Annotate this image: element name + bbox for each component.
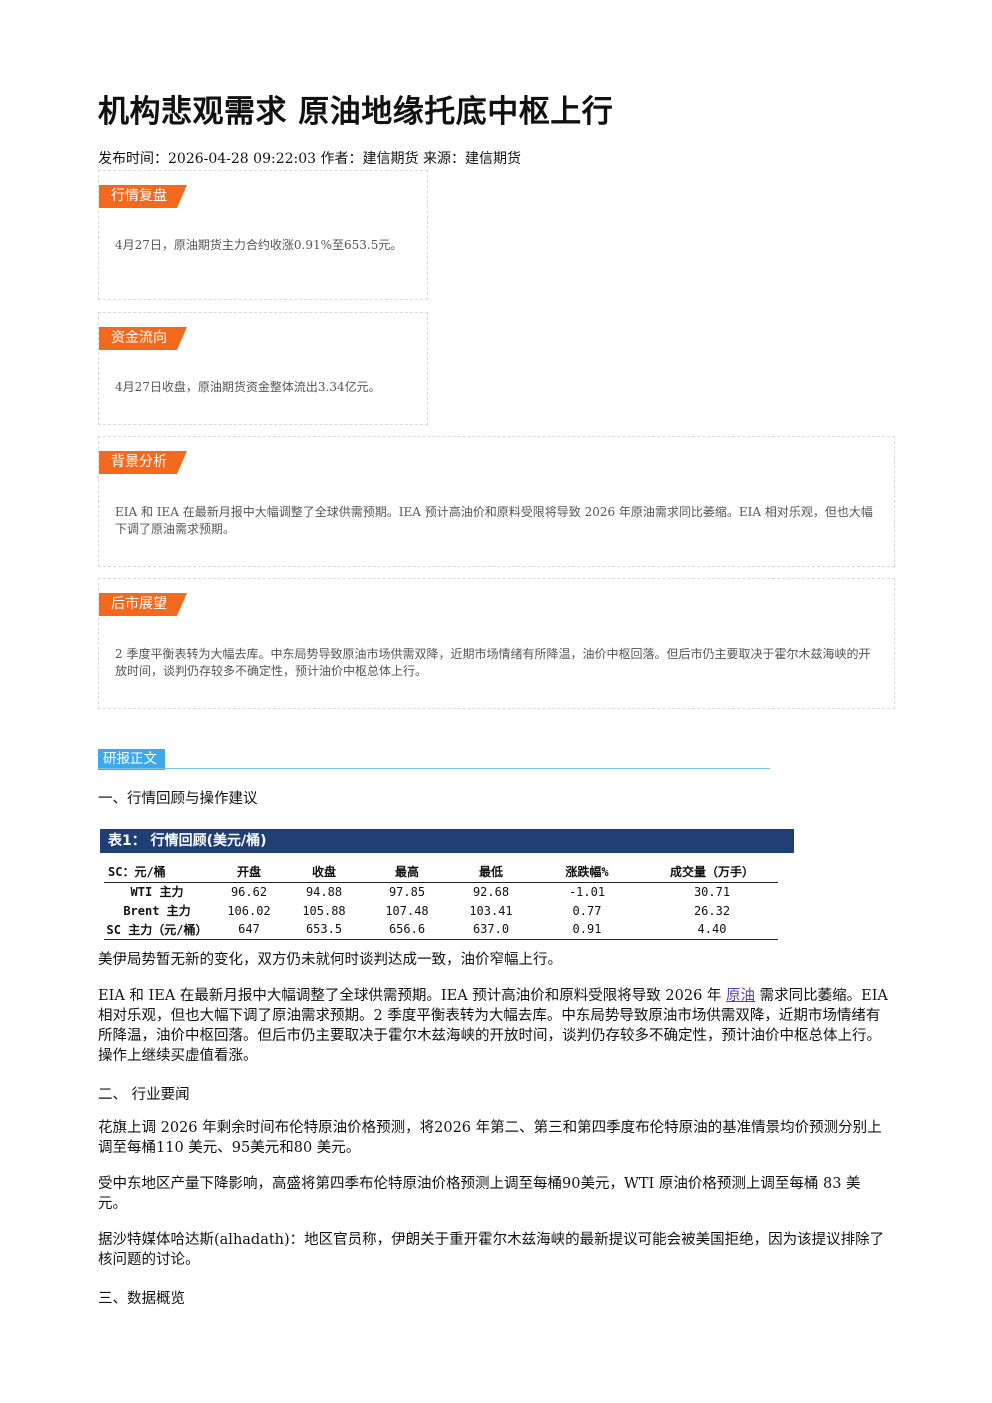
heading-industry-news: 二、 行业要闻 xyxy=(98,1087,190,1103)
review-tag: 行情复盘 xyxy=(99,185,187,208)
table-cell: 103.41 xyxy=(469,903,513,918)
paragraph-citi: 花旗上调 2026 年剩余时间布伦特原油价格预测，将2026 年第二、第三和第四… xyxy=(98,1120,882,1156)
background-tag: 背景分析 xyxy=(99,451,187,474)
paragraph-situation: 美伊局势暂无新的变化，双方仍未就何时谈判达成一致，油价窄幅上行。 xyxy=(98,952,562,968)
table-row: SC 主力（元/桶） 647 653.5 656.6 637.0 0.91 4.… xyxy=(104,920,778,940)
table-cell: SC 主力（元/桶） xyxy=(104,920,210,940)
table-cell: 4.40 xyxy=(646,920,778,940)
table-header-cell: 成交量（万手） xyxy=(646,862,778,883)
table-caption: 表1： 行情回顾(美元/桶) xyxy=(100,829,794,853)
outlook-text: 2 季度平衡表转为大幅去库。中东局势导致原油市场供需双降，近期市场情绪有所降温，… xyxy=(115,647,871,678)
table-cell: 0.77 xyxy=(572,903,602,918)
flow-tag: 资金流向 xyxy=(99,327,187,350)
heading-market-review: 一、行情回顾与操作建议 xyxy=(98,791,258,807)
table-cell: 653.5 xyxy=(288,920,360,940)
flow-text: 4月27日收盘，原油期货资金整体流出3.34亿元。 xyxy=(115,380,381,394)
table-header-cell: 开盘 xyxy=(210,862,288,883)
table-cell: 0.91 xyxy=(528,920,646,940)
paragraph-analysis-part1: EIA 和 IEA 在最新月报中大幅调整了全球供需预期。IEA 预计高油价和原料… xyxy=(98,988,727,1004)
table-cell: WTI 主力 xyxy=(130,885,184,900)
table-header-cell: 涨跌幅% xyxy=(528,862,646,883)
background-card: 背景分析 EIA 和 IEA 在最新月报中大幅调整了全球供需预期。IEA 预计高… xyxy=(98,436,895,567)
table-cell: 106.02 xyxy=(227,903,271,918)
outlook-tag: 后市展望 xyxy=(99,593,187,616)
table-header-row: SC：元/桶 开盘 收盘 最高 最低 涨跌幅% 成交量（万手） xyxy=(104,862,778,883)
table-cell: -1.01 xyxy=(568,884,606,899)
table-cell: 656.6 xyxy=(360,920,454,940)
table-header-cell: 最高 xyxy=(360,862,454,883)
paragraph-analysis: EIA 和 IEA 在最新月报中大幅调整了全球供需预期。IEA 预计高油价和原料… xyxy=(98,986,888,1066)
table-cell: 107.48 xyxy=(385,903,429,918)
table-cell: 105.88 xyxy=(302,903,346,918)
table-cell: 96.62 xyxy=(230,884,268,899)
table-header-cell: 收盘 xyxy=(288,862,360,883)
report-section-divider xyxy=(98,768,770,769)
paragraph-analysis-part2: 需求同比萎缩。EIA 相对乐观，但也大幅下调了原油需求预期。2 季度平衡表转为大… xyxy=(98,988,888,1064)
table-cell: 94.88 xyxy=(305,884,343,899)
table-cell: 97.85 xyxy=(388,884,426,899)
review-card: 行情复盘 4月27日，原油期货主力合约收涨0.91%至653.5元。 xyxy=(98,170,428,300)
table-header-cell: SC：元/桶 xyxy=(104,862,210,883)
article-meta: 发布时间：2026-04-28 09:22:03 作者：建信期货 来源：建信期货 xyxy=(98,151,521,167)
table-row: Brent 主力 106.02 105.88 107.48 103.41 0.7… xyxy=(104,901,778,920)
flow-card: 资金流向 4月27日收盘，原油期货资金整体流出3.34亿元。 xyxy=(98,312,428,425)
report-section-tag: 研报正文 xyxy=(98,749,165,770)
crude-oil-link[interactable]: 原油 xyxy=(726,988,756,1004)
article-title: 机构悲观需求 原油地缘托底中枢上行 xyxy=(98,94,614,130)
table-header-cell: 最低 xyxy=(454,862,528,883)
outlook-card: 后市展望 2 季度平衡表转为大幅去库。中东局势导致原油市场供需双降，近期市场情绪… xyxy=(98,578,895,709)
heading-data-overview: 三、数据概览 xyxy=(98,1291,185,1307)
review-text: 4月27日，原油期货主力合约收涨0.91%至653.5元。 xyxy=(115,238,403,252)
table-cell: 30.71 xyxy=(693,884,731,899)
paragraph-goldman: 受中东地区产量下降影响，高盛将第四季布伦特原油价格预测上调至每桶90美元，WTI… xyxy=(98,1176,861,1212)
background-text: EIA 和 IEA 在最新月报中大幅调整了全球供需预期。IEA 预计高油价和原料… xyxy=(115,505,873,536)
paragraph-alhadath: 据沙特媒体哈达斯(alhadath)：地区官员称，伊朗关于重开霍尔木兹海峡的最新… xyxy=(98,1232,885,1268)
table-cell: Brent 主力 xyxy=(123,904,191,918)
table-cell: 637.0 xyxy=(454,920,528,940)
table-row: WTI 主力 96.62 94.88 97.85 92.68 -1.01 30.… xyxy=(104,882,778,901)
market-table: SC：元/桶 开盘 收盘 最高 最低 涨跌幅% 成交量（万手） WTI 主力 9… xyxy=(104,862,778,940)
table-cell: 647 xyxy=(210,920,288,940)
table-cell: 26.32 xyxy=(693,903,731,918)
table-cell: 92.68 xyxy=(472,884,510,899)
